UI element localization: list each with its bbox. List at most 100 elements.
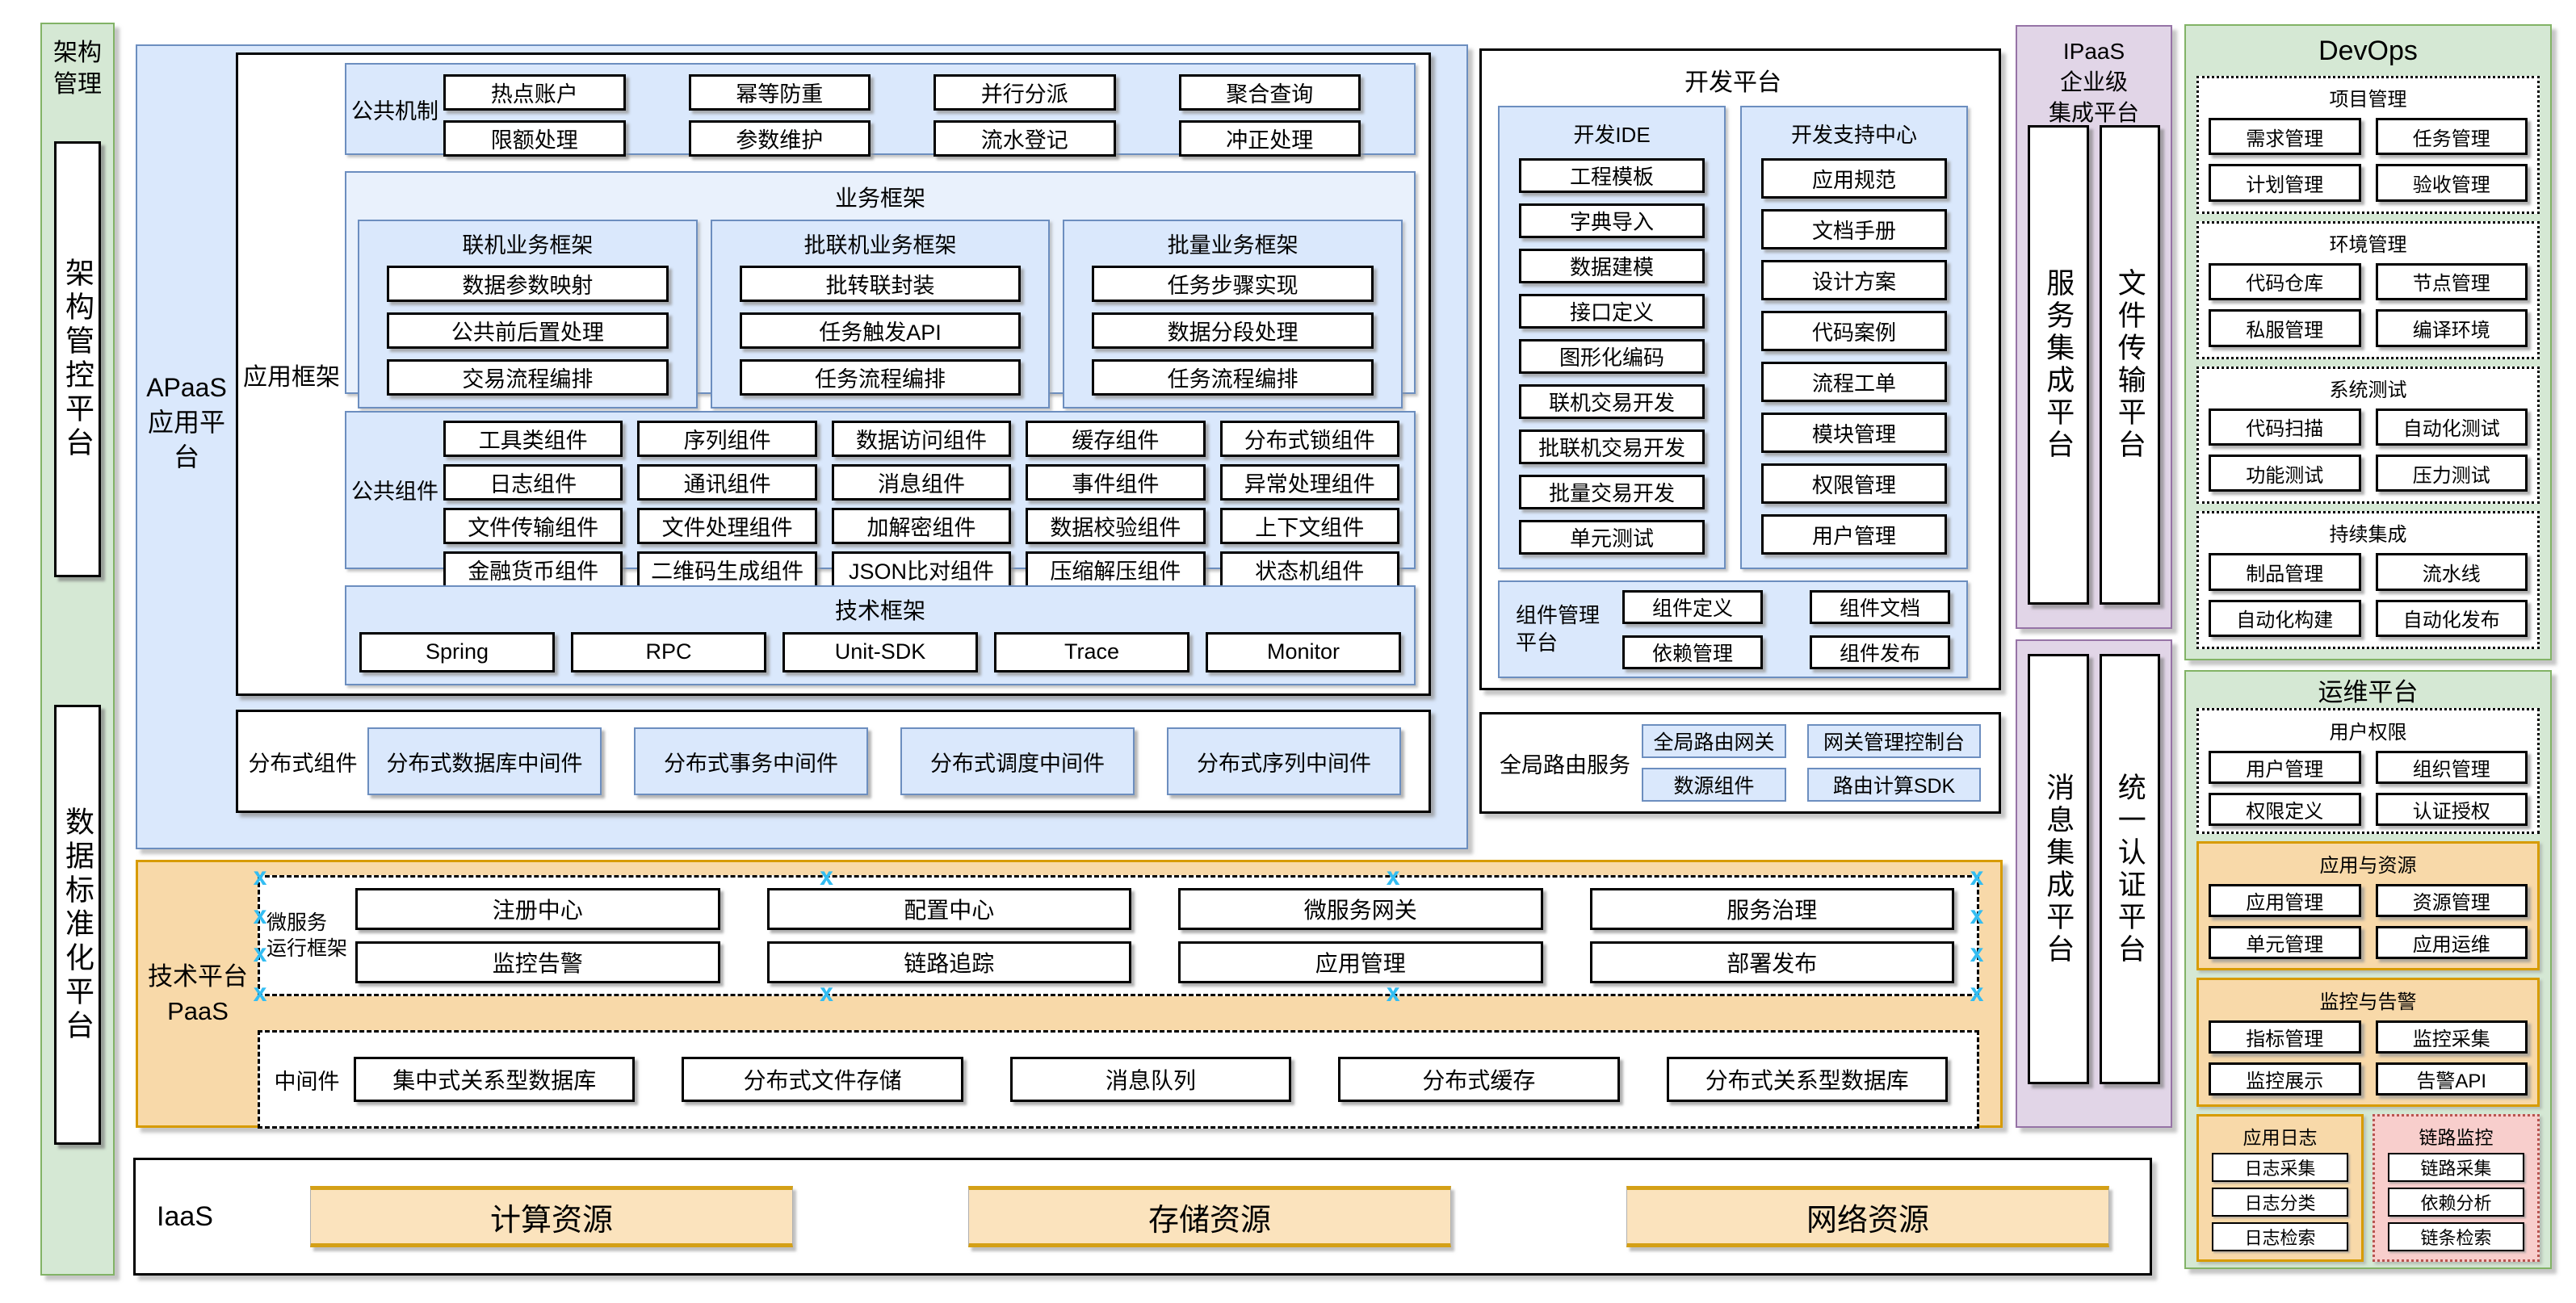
ide-feature-box[interactable]: 联机交易开发 bbox=[1519, 384, 1705, 419]
ops-feature-box[interactable]: 用户管理 bbox=[2209, 751, 2361, 784]
ops-platform-container[interactable]: 运维平台 用户权限 用户管理组织管理权限定义认证授权 应用与资源 应用管理资源管… bbox=[2184, 670, 2552, 1269]
business-frame-item-box[interactable]: 数据分段处理 bbox=[1092, 312, 1374, 350]
ipaas-integration-platform-container[interactable]: IPaaS 企业级 集成平台 服务集成平台 文件传输平台 bbox=[2016, 25, 2172, 629]
common-mechanism-box[interactable]: 幂等防重 bbox=[688, 74, 871, 111]
trace-feature-box[interactable]: 依赖分析 bbox=[2388, 1188, 2524, 1217]
microservice-runtime-framework-box[interactable]: 微服务 运行框架 注册中心配置中心微服务网关服务治理监控告警链路追踪应用管理部署… bbox=[253, 865, 1984, 1006]
app-resources-section[interactable]: 应用与资源 应用管理资源管理单元管理应用运维 bbox=[2196, 841, 2540, 970]
common-components-section[interactable]: 公共组件 工具类组件序列组件数据访问组件缓存组件分布式锁组件日志组件通讯组件消息… bbox=[345, 410, 1416, 588]
iaas-resource-box[interactable]: 存储资源 bbox=[968, 1186, 1451, 1247]
middleware-box[interactable]: 中间件 集中式关系型数据库分布式文件存储消息队列分布式缓存分布式关系型数据库 bbox=[258, 1030, 1979, 1129]
system-testing-section[interactable]: 系统测试 代码扫描自动化测试功能测试压力测试 bbox=[2196, 366, 2540, 505]
selection-handle-icon[interactable]: x bbox=[819, 979, 834, 1008]
component-management-platform-box[interactable]: 组件管理 平台 组件定义组件文档依赖管理组件发布 bbox=[1498, 580, 1968, 678]
distributed-middleware-box[interactable]: 分布式调度中间件 bbox=[900, 727, 1135, 795]
service-integration-platform-box[interactable]: 服务集成平台 bbox=[2028, 125, 2089, 605]
global-routing-service-box[interactable]: 全局路由服务 全局路由网关网关管理控制台数源组件路由计算SDK bbox=[1479, 712, 2001, 814]
support-feature-box[interactable]: 流程工单 bbox=[1761, 362, 1947, 402]
ide-feature-box[interactable]: 数据建模 bbox=[1519, 249, 1705, 283]
devops-feature-box[interactable]: 功能测试 bbox=[2209, 454, 2361, 492]
selection-handle-icon[interactable]: x bbox=[1386, 863, 1401, 891]
common-component-box[interactable]: 压缩解压组件 bbox=[1026, 551, 1206, 588]
ide-feature-box[interactable]: 字典导入 bbox=[1519, 203, 1705, 238]
routing-service-box[interactable]: 路由计算SDK bbox=[1807, 768, 1981, 802]
devops-feature-box[interactable]: 计划管理 bbox=[2209, 164, 2361, 202]
common-component-box[interactable]: 缓存组件 bbox=[1026, 420, 1206, 457]
apaas-application-platform-container[interactable]: APaaS 应用平台 应用框架 公共机制 热点账户幂等防重并行分派聚合查询限额处… bbox=[136, 44, 1468, 849]
ide-feature-box[interactable]: 图形化编码 bbox=[1519, 339, 1705, 374]
architecture-governance-platform-box[interactable]: 架构管控平台 bbox=[54, 141, 101, 577]
selection-handle-icon[interactable]: x bbox=[1969, 940, 1985, 969]
ops-feature-box[interactable]: 指标管理 bbox=[2209, 1020, 2361, 1054]
devops-feature-box[interactable]: 压力测试 bbox=[2375, 454, 2528, 492]
selection-handle-icon[interactable]: x bbox=[252, 901, 268, 930]
distributed-middleware-box[interactable]: 分布式数据库中间件 bbox=[367, 727, 602, 795]
common-mechanism-box[interactable]: 限额处理 bbox=[443, 120, 626, 157]
support-feature-box[interactable]: 用户管理 bbox=[1761, 514, 1947, 555]
ide-feature-box[interactable]: 工程模板 bbox=[1519, 158, 1705, 193]
business-frame-item-box[interactable]: 批转联封装 bbox=[739, 266, 1022, 303]
microservice-feature-box[interactable]: 注册中心 bbox=[355, 888, 720, 930]
ide-feature-box[interactable]: 单元测试 bbox=[1519, 520, 1705, 555]
devops-container[interactable]: DevOps 项目管理 需求管理任务管理计划管理验收管理 环境管理 代码仓库节点… bbox=[2184, 24, 2552, 660]
support-feature-box[interactable]: 应用规范 bbox=[1761, 158, 1947, 199]
ops-feature-box[interactable]: 组织管理 bbox=[2375, 751, 2528, 784]
tech-framework-box[interactable]: Trace bbox=[994, 631, 1189, 672]
online-business-framework-box[interactable]: 联机业务框架 数据参数映射公共前后置处理交易流程编排 bbox=[358, 220, 698, 409]
component-mgmt-box[interactable]: 组件文档 bbox=[1810, 589, 1950, 624]
tech-framework-box[interactable]: Monitor bbox=[1206, 631, 1401, 672]
microservice-feature-box[interactable]: 链路追踪 bbox=[766, 941, 1131, 983]
common-component-box[interactable]: 消息组件 bbox=[831, 463, 1012, 501]
support-feature-box[interactable]: 文档手册 bbox=[1761, 209, 1947, 249]
selection-handle-icon[interactable]: x bbox=[1969, 863, 1985, 891]
application-framework-box[interactable]: 应用框架 公共机制 热点账户幂等防重并行分派聚合查询限额处理参数维护流水登记冲正… bbox=[236, 52, 1431, 696]
log-feature-box[interactable]: 日志分类 bbox=[2212, 1188, 2348, 1217]
devops-feature-box[interactable]: 私服管理 bbox=[2209, 309, 2361, 347]
common-mechanism-box[interactable]: 热点账户 bbox=[443, 74, 626, 111]
support-feature-box[interactable]: 权限管理 bbox=[1761, 463, 1947, 504]
iaas-layer-box[interactable]: IaaS 计算资源存储资源网络资源 bbox=[133, 1158, 2152, 1276]
devops-feature-box[interactable]: 需求管理 bbox=[2209, 118, 2361, 156]
middleware-item-box[interactable]: 分布式文件存储 bbox=[682, 1057, 963, 1102]
continuous-integration-section[interactable]: 持续集成 制品管理流水线自动化构建自动化发布 bbox=[2196, 511, 2540, 649]
file-transfer-platform-box[interactable]: 文件传输平台 bbox=[2099, 125, 2160, 605]
ide-feature-box[interactable]: 批量交易开发 bbox=[1519, 475, 1705, 509]
ide-feature-box[interactable]: 接口定义 bbox=[1519, 294, 1705, 329]
application-log-section[interactable]: 应用日志 日志采集日志分类日志检索 bbox=[2196, 1114, 2364, 1262]
routing-service-box[interactable]: 数源组件 bbox=[1642, 768, 1787, 802]
middleware-item-box[interactable]: 集中式关系型数据库 bbox=[354, 1057, 636, 1102]
ops-feature-box[interactable]: 监控采集 bbox=[2375, 1020, 2528, 1054]
devops-feature-box[interactable]: 流水线 bbox=[2375, 553, 2528, 591]
log-feature-box[interactable]: 日志检索 bbox=[2212, 1222, 2348, 1251]
common-mechanisms-section[interactable]: 公共机制 热点账户幂等防重并行分派聚合查询限额处理参数维护流水登记冲正处理 bbox=[345, 63, 1416, 157]
business-frame-item-box[interactable]: 任务流程编排 bbox=[1092, 359, 1374, 396]
business-frame-item-box[interactable]: 数据参数映射 bbox=[387, 266, 669, 303]
common-component-box[interactable]: 分布式锁组件 bbox=[1219, 420, 1399, 457]
microservice-feature-box[interactable]: 监控告警 bbox=[355, 941, 720, 983]
common-mechanism-box[interactable]: 聚合查询 bbox=[1178, 74, 1361, 111]
middleware-item-box[interactable]: 分布式关系型数据库 bbox=[1666, 1057, 1948, 1102]
business-framework-section[interactable]: 业务框架 联机业务框架 数据参数映射公共前后置处理交易流程编排 批联机业务框架 … bbox=[345, 171, 1416, 409]
devops-feature-box[interactable]: 任务管理 bbox=[2375, 118, 2528, 156]
microservice-feature-box[interactable]: 应用管理 bbox=[1178, 941, 1543, 983]
ops-feature-box[interactable]: 应用运维 bbox=[2375, 926, 2528, 959]
selection-handle-icon[interactable]: x bbox=[252, 940, 268, 969]
microservice-feature-box[interactable]: 微服务网关 bbox=[1178, 888, 1543, 930]
devops-feature-box[interactable]: 编译环境 bbox=[2375, 309, 2528, 347]
middleware-item-box[interactable]: 分布式缓存 bbox=[1338, 1057, 1620, 1102]
common-component-box[interactable]: 文件传输组件 bbox=[443, 507, 623, 544]
distributed-middleware-box[interactable]: 分布式序列中间件 bbox=[1167, 727, 1401, 795]
unified-auth-platform-box[interactable]: 统一认证平台 bbox=[2099, 654, 2160, 1084]
common-mechanism-box[interactable]: 流水登记 bbox=[933, 120, 1116, 157]
ops-feature-box[interactable]: 权限定义 bbox=[2209, 793, 2361, 826]
component-mgmt-box[interactable]: 组件发布 bbox=[1810, 635, 1950, 669]
ipaas-lower-container[interactable]: 消息集成平台 统一认证平台 bbox=[2016, 639, 2172, 1128]
common-component-box[interactable]: JSON比对组件 bbox=[831, 551, 1012, 588]
trace-feature-box[interactable]: 链条检索 bbox=[2388, 1222, 2524, 1251]
common-component-box[interactable]: 通讯组件 bbox=[637, 463, 817, 501]
batch-business-framework-box[interactable]: 批量业务框架 任务步骤实现数据分段处理任务流程编排 bbox=[1063, 220, 1403, 409]
routing-service-box[interactable]: 网关管理控制台 bbox=[1807, 724, 1981, 758]
devops-feature-box[interactable]: 自动化构建 bbox=[2209, 599, 2361, 637]
common-component-box[interactable]: 数据访问组件 bbox=[831, 420, 1012, 457]
dev-support-center-box[interactable]: 开发支持中心 应用规范文档手册设计方案代码案例流程工单模块管理权限管理用户管理 bbox=[1740, 106, 1968, 569]
